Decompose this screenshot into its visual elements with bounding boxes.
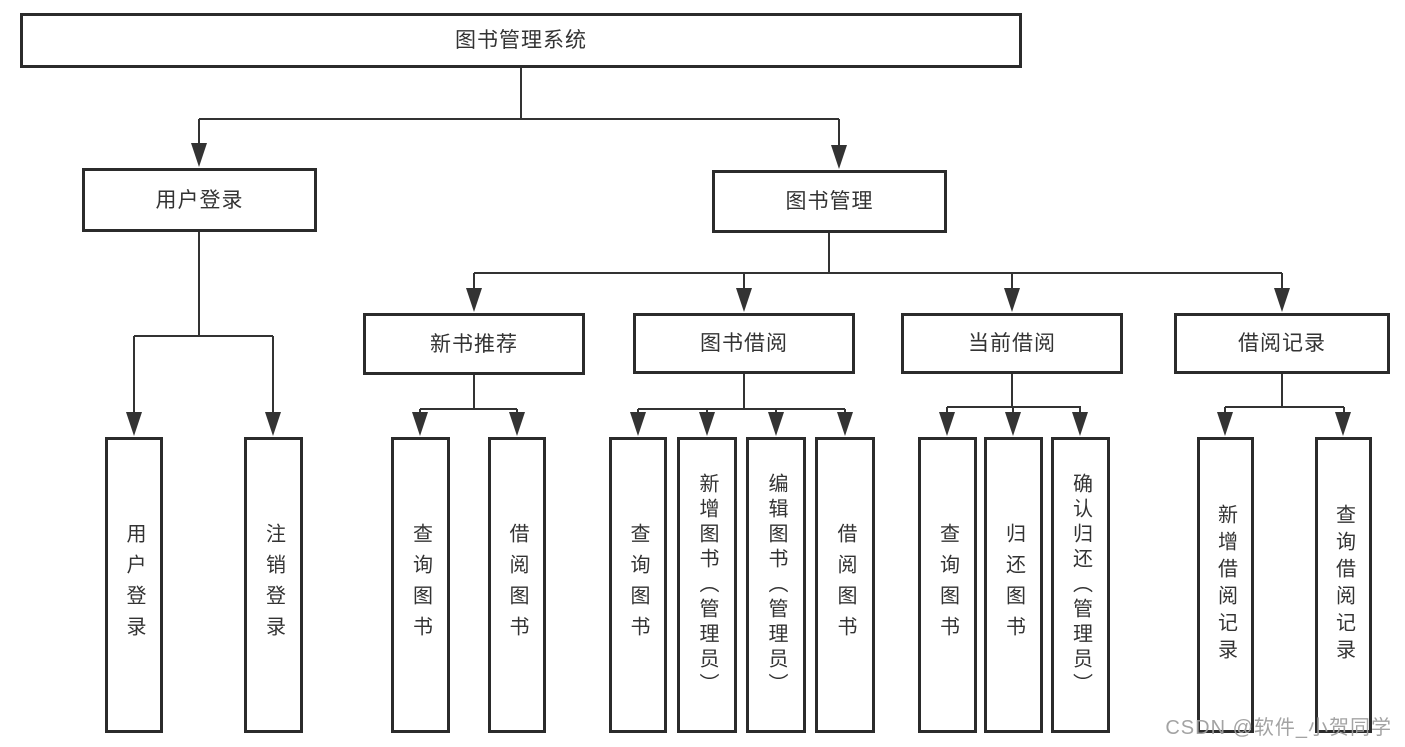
leaf-add-books-admin: 新增图书（管理员） <box>677 437 737 733</box>
leaf-logout: 注销登录 <box>244 437 303 733</box>
node-root: 图书管理系统 <box>20 13 1022 68</box>
node-book-borrow: 图书借阅 <box>633 313 855 374</box>
leaf-confirm-return-admin: 确认归还（管理员） <box>1051 437 1110 733</box>
node-new-book-recommend: 新书推荐 <box>363 313 585 375</box>
leaf-user-login: 用户登录 <box>105 437 163 733</box>
leaf-edit-books-admin: 编辑图书（管理员） <box>746 437 806 733</box>
node-book-management: 图书管理 <box>712 170 947 233</box>
node-user-login: 用户登录 <box>82 168 317 232</box>
node-current-borrow: 当前借阅 <box>901 313 1123 374</box>
leaf-borrow-books: 借阅图书 <box>815 437 875 733</box>
leaf-return-books: 归还图书 <box>984 437 1043 733</box>
leaf-query-books-recommend: 查询图书 <box>391 437 450 733</box>
leaf-add-borrow-record: 新增借阅记录 <box>1197 437 1254 733</box>
leaf-query-books-borrow: 查询图书 <box>609 437 667 733</box>
leaf-query-borrow-record: 查询借阅记录 <box>1315 437 1372 733</box>
leaf-query-books-current: 查询图书 <box>918 437 977 733</box>
node-borrow-records: 借阅记录 <box>1174 313 1390 374</box>
leaf-borrow-books-recommend: 借阅图书 <box>488 437 546 733</box>
arrowheads <box>126 143 1351 436</box>
